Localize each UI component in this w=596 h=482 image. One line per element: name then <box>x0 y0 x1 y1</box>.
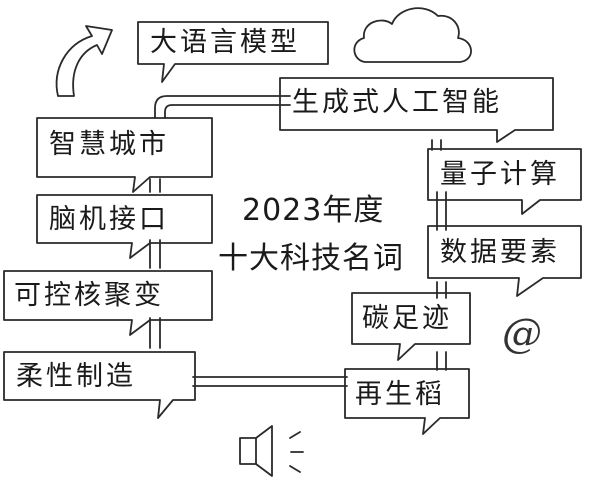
term-label-8: 碳足迹 <box>362 303 452 334</box>
term-label-2: 生成式人工智能 <box>292 87 502 118</box>
term-label-3: 智慧城市 <box>49 129 169 160</box>
arrow-icon <box>55 25 113 97</box>
bubble-term-10 <box>344 368 470 435</box>
title-line-1: 2023年度 <box>242 193 385 228</box>
bubble-term-3 <box>36 117 213 193</box>
term-label-6: 数据要素 <box>440 237 560 268</box>
bubble-term-5 <box>36 194 213 259</box>
bubble-term-8 <box>351 292 471 361</box>
term-label-9: 柔性制造 <box>16 361 136 392</box>
bubble-term-2 <box>279 77 554 143</box>
term-label-7: 可控核聚变 <box>14 280 164 311</box>
term-label-10: 再生稻 <box>355 379 445 410</box>
bubble-term-4 <box>427 148 582 215</box>
speaker-icon <box>239 425 304 477</box>
connector-pipe <box>149 95 447 387</box>
at-symbol-icon: @ <box>502 311 542 357</box>
bubble-term-6 <box>427 225 582 297</box>
bubble-term-1 <box>137 21 329 83</box>
term-label-4: 量子计算 <box>440 159 560 190</box>
bubble-term-7 <box>3 270 213 336</box>
term-label-5: 脑机接口 <box>49 204 169 235</box>
cloud-icon <box>353 7 472 63</box>
bubble-term-9 <box>3 351 196 419</box>
term-label-1: 大语言模型 <box>150 27 300 58</box>
title-line-2: 十大科技名词 <box>218 241 404 276</box>
